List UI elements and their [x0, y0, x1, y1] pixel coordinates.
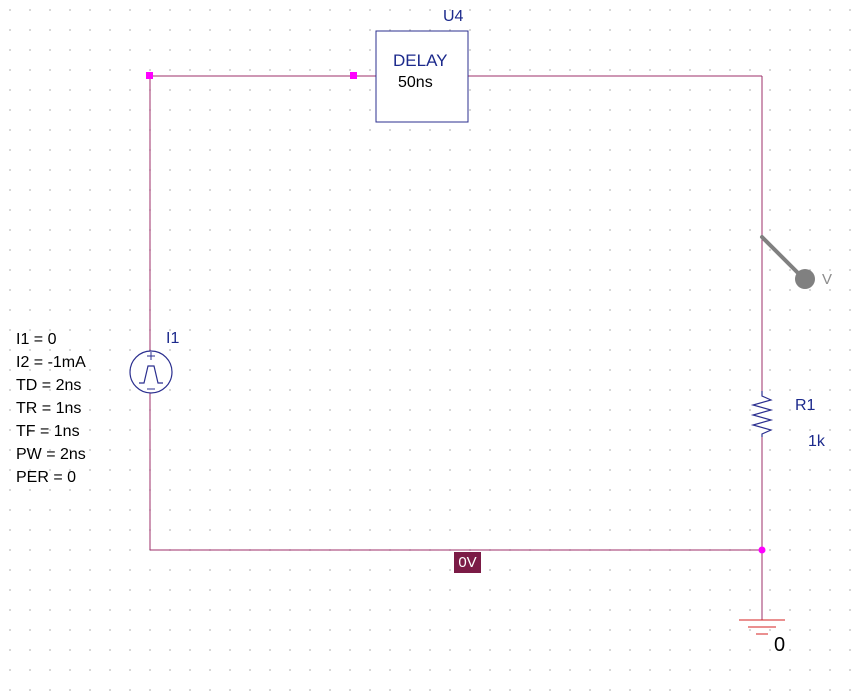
current-source-symbol[interactable]: [129, 350, 173, 394]
pin-marker-delay-input[interactable]: [350, 72, 357, 79]
param-tf[interactable]: TF = 1ns: [16, 423, 80, 440]
resistor-value[interactable]: 1k: [808, 433, 825, 450]
param-i1[interactable]: I1 = 0: [16, 331, 57, 348]
param-td[interactable]: TD = 2ns: [16, 377, 82, 394]
param-pw[interactable]: PW = 2ns: [16, 446, 86, 463]
voltage-probe-icon[interactable]: [760, 235, 815, 289]
resistor-symbol[interactable]: [750, 391, 774, 437]
param-tr[interactable]: TR = 1ns: [16, 400, 82, 417]
ground-icon[interactable]: [739, 619, 785, 635]
param-i2[interactable]: I2 = -1mA: [16, 354, 86, 371]
delay-type-label: DELAY: [393, 51, 448, 70]
junction-top-left[interactable]: [146, 72, 153, 79]
delay-block[interactable]: [375, 30, 469, 123]
resistor-refdes: R1: [795, 397, 816, 414]
ground-label: 0: [774, 634, 786, 656]
probe-label: V: [822, 271, 833, 288]
node-voltage-badge: 0V: [454, 552, 481, 573]
delay-value[interactable]: 50ns: [398, 74, 433, 91]
current-source-refdes: I1: [166, 330, 180, 347]
junction-bottom-right[interactable]: [758, 546, 766, 554]
wires: [149, 75, 763, 620]
current-source-params: I1 = 0 I2 = -1mA TD = 2ns TR = 1ns TF = …: [16, 328, 86, 489]
pulse-waveform-icon: [139, 365, 163, 384]
delay-refdes: U4: [443, 8, 464, 25]
param-per[interactable]: PER = 0: [16, 469, 77, 486]
